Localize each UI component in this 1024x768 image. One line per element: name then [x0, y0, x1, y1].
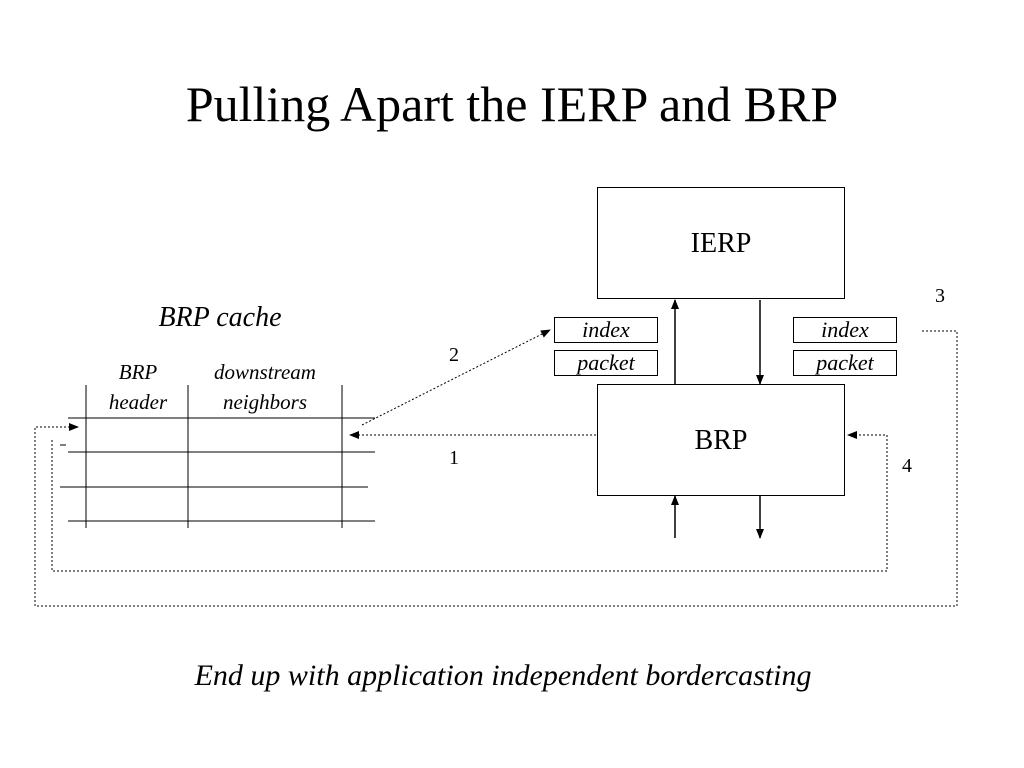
step-1-label: 1 [449, 447, 459, 469]
ierp-label: IERP [690, 228, 752, 259]
step-2-label: 2 [449, 344, 459, 366]
ierp-box: IERP [597, 187, 845, 299]
step-3-label: 3 [935, 285, 945, 307]
cache-table [60, 385, 375, 528]
step-4-label: 4 [902, 455, 912, 477]
col-downstream-line2: neighbors [223, 390, 307, 414]
col-brp-header-line1: BRP [118, 360, 158, 384]
col-downstream-neighbors: downstream neighbors [190, 357, 340, 417]
brp-label: BRP [694, 425, 748, 456]
right-index-tag: index [793, 317, 897, 343]
slide-footer: End up with application independent bord… [194, 659, 812, 692]
right-packet-tag: packet [793, 350, 897, 376]
step4-loop [51, 431, 888, 572]
brp-box: BRP [597, 384, 845, 496]
slide-title: Pulling Apart the IERP and BRP [185, 76, 839, 132]
step2-arrow [361, 329, 551, 426]
left-index-tag: index [554, 317, 658, 343]
brp-cache-title: BRP cache [158, 302, 282, 333]
col-downstream-line1: downstream [214, 360, 316, 384]
col-brp-header-line2: header [108, 390, 168, 414]
step3-loop [34, 330, 958, 607]
col-brp-header: BRP header [88, 357, 188, 417]
left-packet-tag: packet [554, 350, 658, 376]
